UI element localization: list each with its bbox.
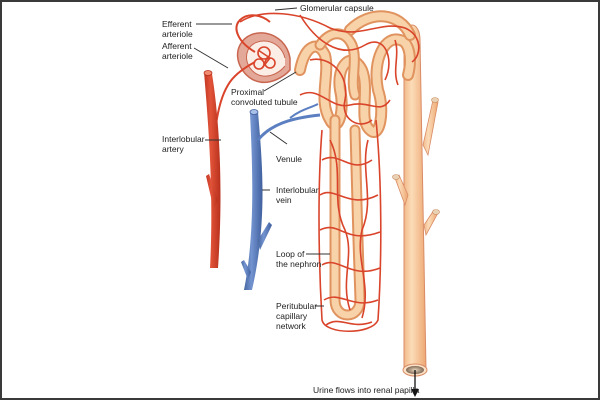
efferent-arteriole bbox=[235, 14, 271, 53]
glomerulus bbox=[253, 46, 276, 70]
urine-flow-arrow bbox=[411, 370, 419, 397]
leader-lines bbox=[193, 7, 330, 307]
label-loop-of-nephron: Loop of the nephron bbox=[276, 249, 322, 269]
label-efferent-arteriole: Efferent arteriole bbox=[162, 19, 194, 39]
labels: Efferent arteriole Afferent arteriole Gl… bbox=[162, 3, 420, 395]
label-interlobular-artery: Interlobular artery bbox=[162, 134, 207, 154]
label-urine-flow: Urine flows into renal papilla bbox=[313, 385, 420, 395]
venule bbox=[256, 113, 321, 141]
interlobular-vein bbox=[241, 103, 321, 290]
efferent-capillaries bbox=[239, 12, 420, 125]
label-peritubular-capillary-network: Peritubular capillary network bbox=[276, 301, 319, 331]
label-afferent-arteriole: Afferent arteriole bbox=[162, 41, 194, 61]
arterioles bbox=[215, 14, 271, 126]
glomerular-capsule bbox=[236, 32, 291, 84]
interlobular-artery bbox=[203, 70, 221, 268]
afferent-arteriole bbox=[215, 61, 256, 126]
label-glomerular-capsule: Glomerular capsule bbox=[300, 3, 374, 13]
label-proximal-convoluted-tubule: Proximal convoluted tubule bbox=[231, 87, 298, 107]
collecting-duct bbox=[392, 24, 440, 377]
loop-of-nephron bbox=[329, 114, 366, 321]
label-interlobular-vein: Interlobular vein bbox=[276, 185, 321, 205]
peritubular-capillary-network bbox=[318, 119, 382, 332]
label-venule: Venule bbox=[276, 154, 302, 164]
